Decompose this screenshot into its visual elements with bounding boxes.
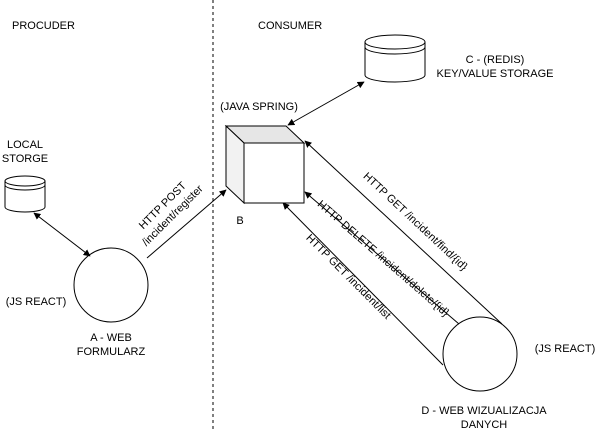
post-register-connector [146, 189, 227, 259]
local-storage-label-line1: LOCAL [7, 139, 43, 151]
server-tech-label: (JAVA SPRING) [220, 101, 298, 113]
web-viz-node [442, 316, 518, 392]
web-form-label-line2: FORMULARZ [77, 346, 146, 358]
producer-section-title: PROCUDER [12, 20, 75, 32]
web-viz-tech-label: (JS REACT) [535, 343, 596, 355]
web-form-node [73, 247, 149, 323]
cube-icon [224, 124, 306, 205]
web-viz-label-line1: D - WEB WIZUALIZACJA [421, 405, 547, 417]
redis-label-line1: C - (REDIS) [466, 54, 525, 66]
web-form-label-line1: A - WEB [90, 332, 132, 344]
get-list-connector [282, 202, 444, 366]
local-storage-label-line2: STORGE [2, 153, 48, 165]
local-storage-connector [33, 212, 91, 257]
redis-label-line2: KEY/VALUE STORAGE [437, 68, 554, 80]
redis-connector [287, 81, 365, 126]
web-form-tech-label: (JS REACT) [6, 296, 67, 308]
get-list-label: HTTP GET /incident/list [303, 232, 392, 321]
server-label: B [236, 215, 243, 227]
database-cylinder-icon [364, 34, 426, 83]
delete-connector [304, 191, 460, 325]
consumer-section-title: CONSUMER [258, 20, 322, 32]
web-viz-label-line2: DANYCH [461, 419, 508, 431]
get-find-connector [304, 140, 503, 325]
database-cylinder-icon [4, 175, 46, 213]
